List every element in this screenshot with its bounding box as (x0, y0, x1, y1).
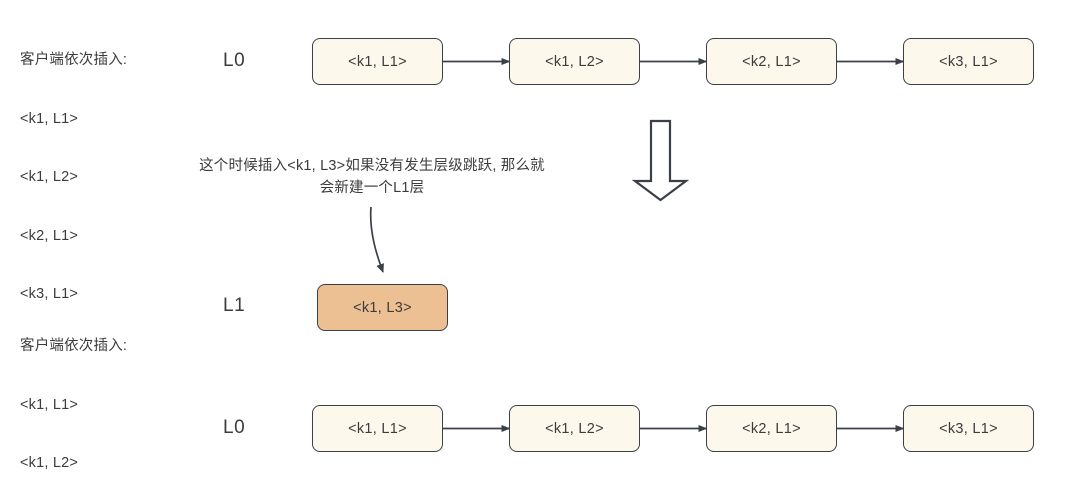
insert-log-bottom-entry-1: <k1, L2> (20, 455, 79, 471)
annotation-text: 这个时候插入<k1, L3>如果没有发生层级跳跃, 那么就会新建一个L1层 (199, 158, 545, 196)
block-arrow-down-icon (631, 119, 690, 202)
node-bottom-l0-2[interactable]: <k2, L1> (706, 405, 837, 452)
insert-log-top-entry-3: <k3, L1> (20, 286, 79, 302)
insert-log-bottom-heading: 客户端依次插入: (20, 338, 128, 354)
curved-arrow-down-icon (369, 206, 384, 273)
node-top-l0-0[interactable]: <k1, L1> (312, 38, 443, 85)
insert-log-top-heading: 客户端依次插入: (20, 52, 128, 68)
node-top-l0-2[interactable]: <k2, L1> (706, 38, 837, 85)
level-label-bottom-l0: L0 (223, 417, 246, 438)
insert-log-top-entry-2: <k2, L1> (20, 227, 79, 244)
insert-log-bottom-entry-0: <k1, L1> (20, 396, 79, 413)
level-label-bottom-l1: L1 (223, 295, 246, 316)
node-bottom-l0-0[interactable]: <k1, L1> (312, 405, 443, 452)
insert-log-top-entry-1: <k1, L2> (20, 169, 79, 185)
node-bottom-l0-1[interactable]: <k1, L2> (509, 405, 640, 452)
insert-log-bottom: 客户端依次插入: <k1, L1> <k1, L2> <k2, L1> <k3,… (20, 298, 127, 501)
node-top-l0-1[interactable]: <k1, L2> (509, 38, 640, 85)
node-bottom-l1-0[interactable]: <k1, L3> (317, 284, 448, 331)
node-bottom-l0-3[interactable]: <k3, L1> (903, 405, 1034, 452)
level-label-top-l0: L0 (223, 50, 246, 71)
insert-log-top-entry-0: <k1, L1> (20, 110, 79, 127)
node-top-l0-3[interactable]: <k3, L1> (903, 38, 1034, 85)
insert-log-top: 客户端依次插入: <k1, L1> <k1, L2> <k2, L1> <k3,… (20, 12, 127, 344)
